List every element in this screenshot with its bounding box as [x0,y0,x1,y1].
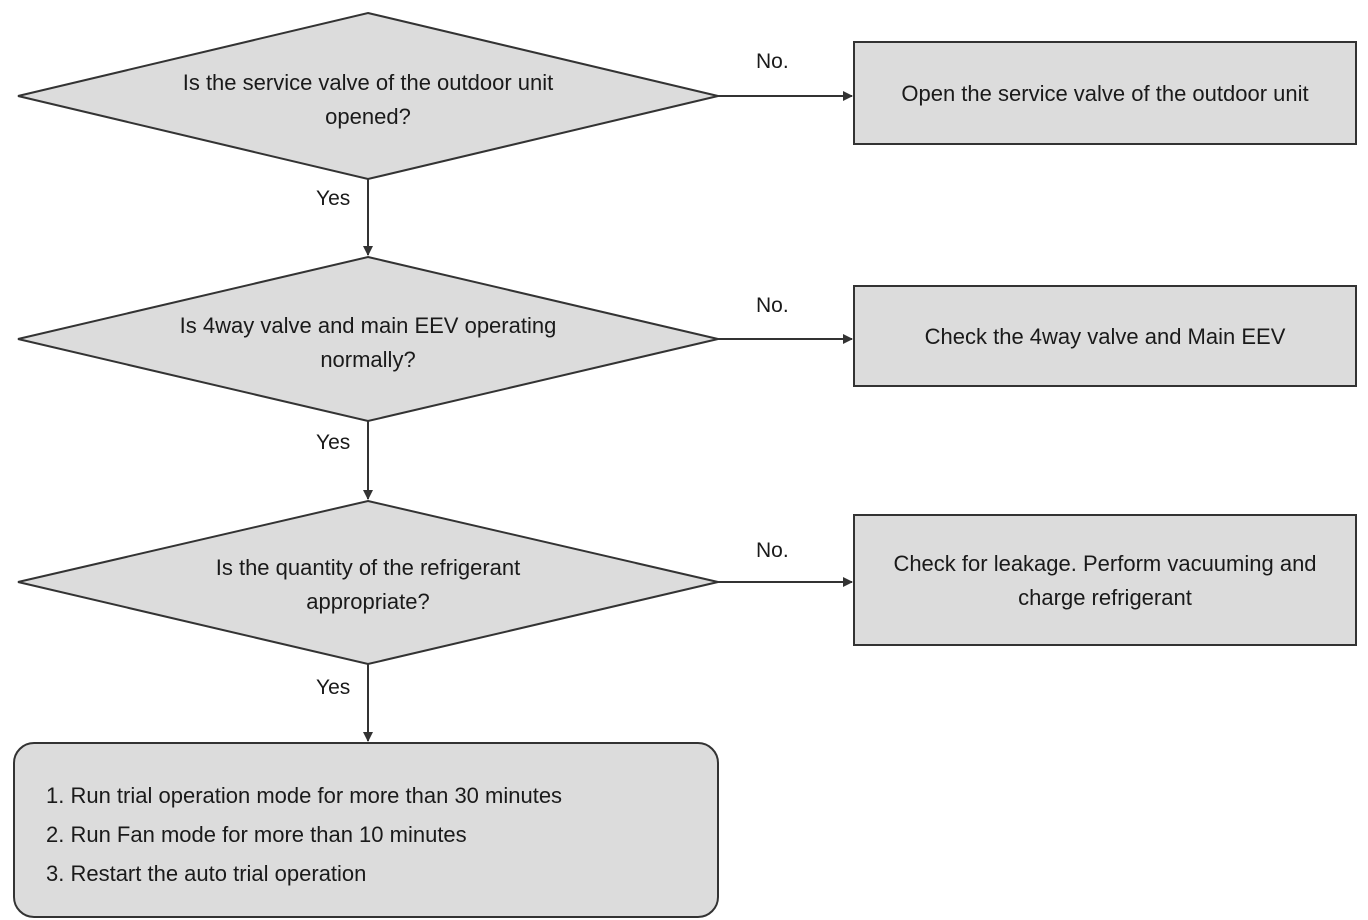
final-step-1: 1. Run trial operation mode for more tha… [46,783,563,808]
action-2-line-1: Check the 4way valve and Main EEV [924,324,1286,349]
decision-label-service-valve: Is the service valve of the outdoor unit… [118,66,618,134]
decision-label-4way-valve: Is 4way valve and main EEV operating nor… [118,309,618,377]
action-label-open-service-valve: Open the service valve of the outdoor un… [854,77,1356,111]
decision-3-line-1: Is the quantity of the refrigerant [215,555,521,580]
decision-label-refrigerant: Is the quantity of the refrigerant appro… [118,551,618,619]
action-label-check-4way-valve: Check the 4way valve and Main EEV [854,320,1356,354]
decision-1-line-2: opened? [325,104,411,129]
no-label-1: No. [756,50,789,73]
action-box-check-4way-valve [853,285,1357,387]
final-step-3: 3. Restart the auto trial operation [46,861,367,886]
final-step-2: 2. Run Fan mode for more than 10 minutes [46,822,467,847]
yes-label-2: Yes [316,431,351,454]
no-label-3: No. [756,539,789,562]
decision-2-line-1: Is 4way valve and main EEV operating [179,313,557,338]
action-box-check-leakage [853,514,1357,646]
yes-label-1: Yes [316,187,351,210]
decision-2-line-2: normally? [320,347,416,372]
action-label-check-leakage: Check for leakage. Perform vacuuming and… [854,547,1356,615]
action-1-line-1: Open the service valve of the outdoor un… [901,81,1309,106]
action-3-line-1: Check for leakage. Perform vacuuming and [893,551,1317,576]
decision-1-line-1: Is the service valve of the outdoor unit [182,70,554,95]
yes-label-3: Yes [316,676,351,699]
decision-3-line-2: appropriate? [306,589,430,614]
final-steps-list: 1. Run trial operation mode for more tha… [46,776,562,893]
action-3-line-2: charge refrigerant [1018,585,1192,610]
no-label-2: No. [756,294,789,317]
action-box-open-service-valve [853,41,1357,145]
final-steps-box [13,742,719,918]
